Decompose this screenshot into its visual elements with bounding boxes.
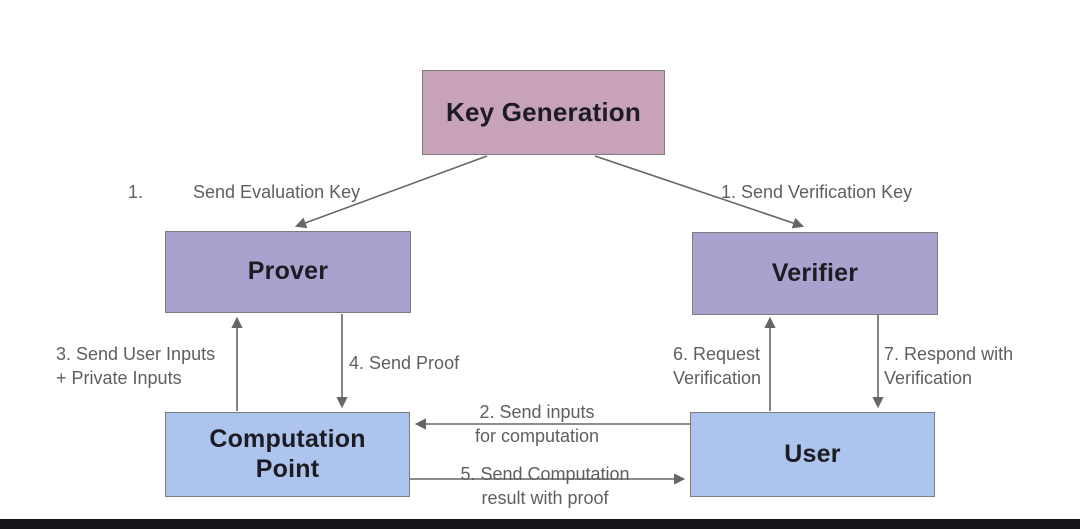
letterbox-bar (0, 519, 1080, 529)
edge-label-respond-with-verification: 7. Respond with Verification (884, 344, 1014, 388)
node-user-label: User (784, 439, 841, 468)
node-computation-point-label: Computation Point (209, 425, 366, 483)
node-verifier: Verifier (692, 232, 938, 315)
edge-label-send-evaluation-key: 1. Send Evaluation Key (128, 182, 361, 202)
node-key-generation: Key Generation (422, 70, 665, 155)
edge-label-send-user-inputs: 3. Send User Inputs + Private Inputs (56, 344, 216, 388)
node-computation-point: Computation Point (165, 412, 410, 497)
edge-label-send-inputs-for-computation: 2. Send inputs for computation (474, 402, 600, 446)
node-prover-label: Prover (247, 257, 329, 286)
edge-label-send-proof: 4. Send Proof (349, 353, 460, 373)
arrow-send-verification-key (594, 155, 805, 229)
node-user: User (690, 412, 935, 497)
arrow-send-evaluation-key (294, 155, 488, 229)
edge-label-send-verification-key: 1. Send Verification Key (721, 182, 913, 202)
edge-label-send-computation-result: 5. Send Computation result with proof (460, 464, 630, 508)
node-verifier-label: Verifier (771, 258, 859, 287)
node-prover: Prover (165, 231, 411, 313)
edge-label-request-verification: 6. Request Verification (673, 344, 762, 388)
node-key-generation-label: Key Generation (446, 97, 641, 128)
